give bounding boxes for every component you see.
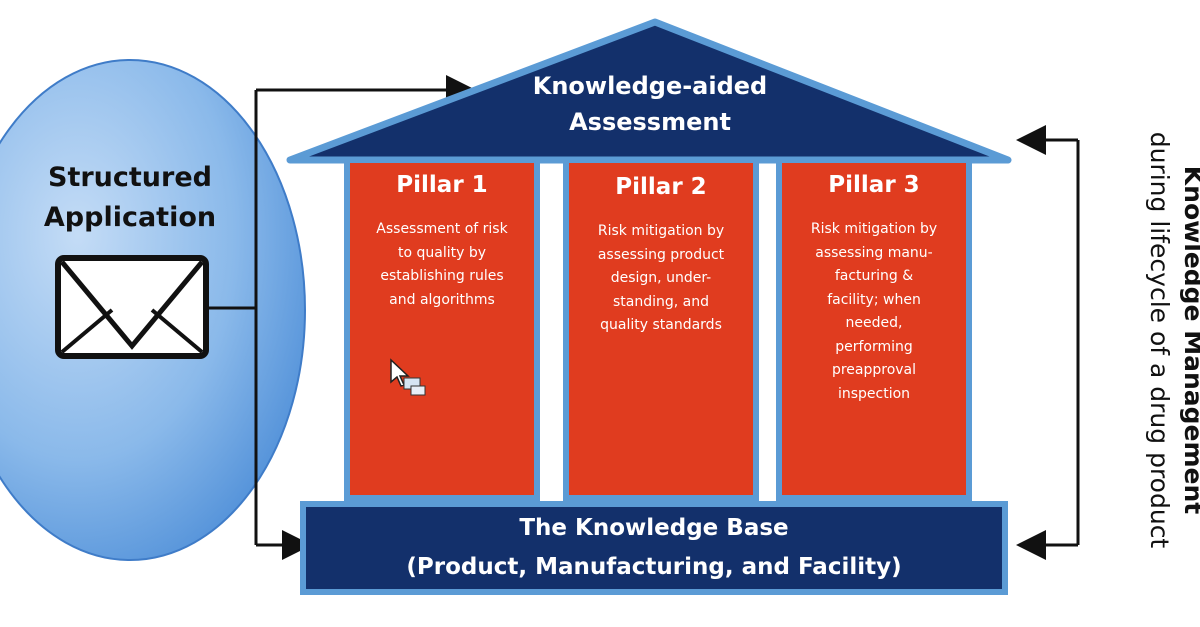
pillar-1-line: and algorithms <box>389 291 495 308</box>
pillar-3-body: Risk mitigation by assessing manu- factu… <box>782 218 966 406</box>
roof-line-1: Knowledge-aided <box>532 72 768 100</box>
knowledge-base-label: The Knowledge Base (Product, Manufacturi… <box>306 509 1002 587</box>
roof-line-2: Assessment <box>569 108 731 136</box>
pillar-2-line: assessing product <box>597 246 725 263</box>
knowledge-base-block <box>300 501 1008 595</box>
pillar-2-line: design, under- <box>610 270 712 286</box>
pillar-3-line: Risk mitigation by <box>810 221 938 237</box>
application-line-2: Application <box>43 202 217 233</box>
mouse-pointer-icon <box>390 358 426 396</box>
pillar-3-line: facturing & <box>834 268 914 284</box>
pillar-1-title: Pillar 1 <box>396 172 488 198</box>
pillar-2-title: Pillar 2 <box>615 174 707 200</box>
application-line-1: Structured <box>48 162 212 193</box>
base-line-2: (Product, Manufacturing, and Facility) <box>406 554 902 580</box>
pillar-2-line: standing, and <box>612 293 709 310</box>
pillar-2-line: Risk mitigation by <box>597 223 725 239</box>
pillar-2-block <box>563 157 759 501</box>
envelope-icon <box>55 255 209 359</box>
base-line-1: The Knowledge Base <box>519 515 789 541</box>
side-line-2: during lifecycle of a drug product <box>1145 131 1174 549</box>
pillar-3-line: preapproval <box>831 362 917 378</box>
roof-label: Knowledge-aided Assessment <box>500 68 800 140</box>
structured-application-label: Structured Application <box>20 158 240 238</box>
knowledge-management-label: Knowledge Management during lifecycle of… <box>1130 80 1200 600</box>
pillar-3: Pillar 3 Risk mitigation by assessing ma… <box>782 170 966 406</box>
pillar-3-line: assessing manu- <box>815 244 933 261</box>
pillar-3-line: needed, <box>845 315 903 331</box>
side-line-1: Knowledge Management <box>1179 165 1200 515</box>
pillar-1-block <box>344 157 540 501</box>
pillar-3-block <box>776 157 972 501</box>
pillar-1: Pillar 1 Assessment of risk to quality b… <box>350 170 534 312</box>
pillar-1-line: to quality by <box>397 244 487 261</box>
pillar-1-line: establishing rules <box>380 268 504 284</box>
pillar-2: Pillar 2 Risk mitigation by assessing pr… <box>569 172 753 338</box>
pillar-3-line: inspection <box>837 385 911 402</box>
pillar-3-title: Pillar 3 <box>828 172 920 198</box>
pillar-2-body: Risk mitigation by assessing product des… <box>569 220 753 338</box>
pillar-2-line: quality standards <box>600 317 722 333</box>
pillar-3-line: performing <box>835 338 913 355</box>
pillar-1-body: Assessment of risk to quality by establi… <box>350 218 534 312</box>
pillar-3-line: facility; when <box>827 291 921 308</box>
connector-trunk <box>206 90 258 545</box>
pillar-1-line: Assessment of risk <box>376 221 508 237</box>
